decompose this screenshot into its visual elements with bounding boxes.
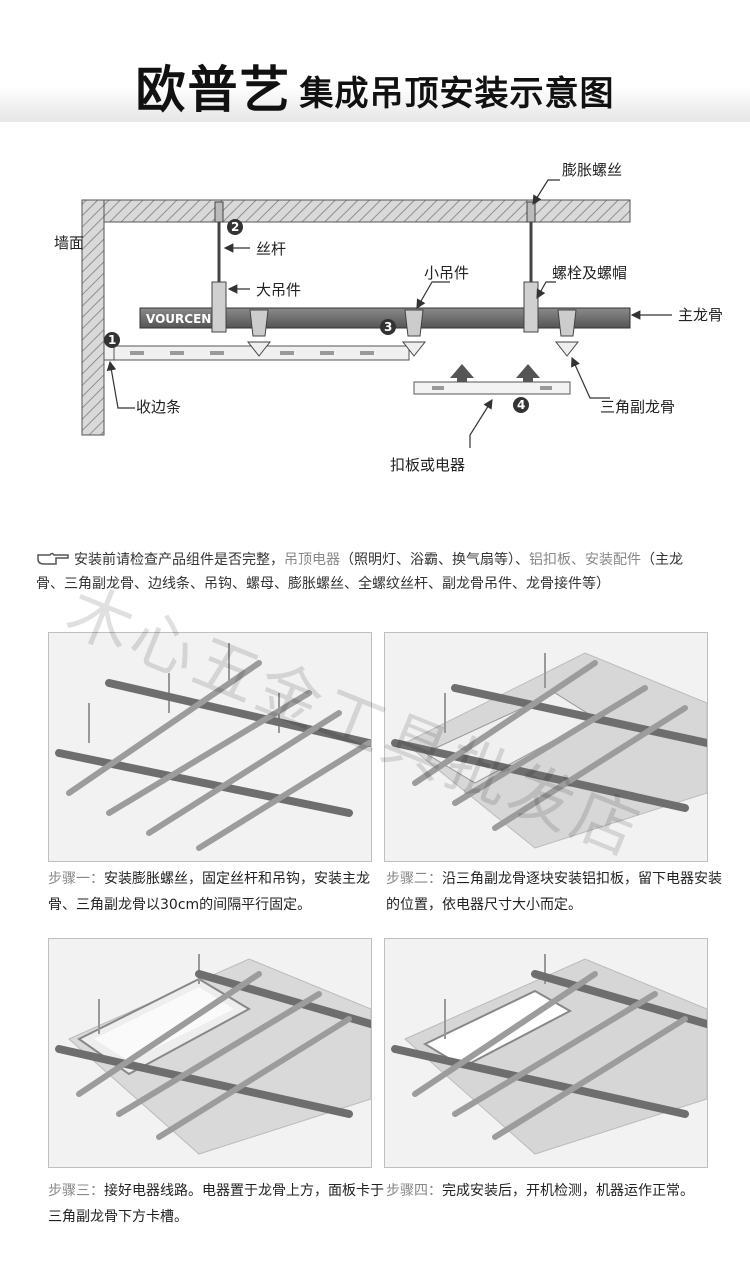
svg-text:4: 4 [517, 398, 525, 412]
page-title: 集成吊顶安装示意图 [299, 74, 615, 114]
num-badge-3: 3 [380, 319, 396, 335]
pointing-hand-icon [37, 552, 69, 565]
big-hanger-left [211, 281, 227, 333]
svg-text:2: 2 [231, 220, 239, 234]
arrow-up-right [516, 364, 540, 392]
label-expansion-screw: 膨胀螺丝 [562, 161, 622, 179]
step-3-text: 接好电器线路。电器置于龙骨上方，面板卡于三角副龙骨下方卡槽。 [48, 1183, 384, 1225]
small-hanger-1 [246, 309, 272, 357]
note-part-3: （主龙骨、三角副龙骨、边线条、吊钩、螺母、膨胀螺丝、全螺纹丝杆、副龙骨吊件、龙骨… [36, 552, 683, 592]
step-1-text: 安装膨胀螺丝，固定丝杆和吊钩，安装主龙骨、三角副龙骨以30cm的间隔平行固定。 [48, 871, 370, 913]
svg-text:1: 1 [108, 333, 116, 347]
step-4-text: 完成安装后，开机检测，机器运作正常。 [442, 1183, 694, 1199]
keel-brand: VOURCEN [146, 312, 211, 326]
num-badge-4: 4 [513, 397, 529, 413]
step-1-image [48, 632, 372, 862]
step-4-image [384, 938, 708, 1168]
ceiling-slab [84, 199, 631, 223]
anchor-right [526, 201, 536, 223]
step-4-caption: 步骤四：完成安装后，开机检测，机器运作正常。 [386, 1178, 722, 1204]
title-row: 欧普艺 集成吊顶安装示意图 [0, 42, 750, 122]
label-small-hanger: 小吊件 [424, 264, 469, 282]
arrow-up-left [450, 364, 474, 392]
label-triangle-keel: 三角副龙骨 [600, 398, 675, 416]
step-2-prefix: 步骤二： [386, 871, 442, 887]
note-highlight-1: 吊顶电器 [284, 552, 340, 568]
note-part-1: 安装前请检查产品组件是否完整， [74, 552, 284, 568]
step-3-caption: 步骤三：接好电器线路。电器置于龙骨上方，面板卡于三角副龙骨下方卡槽。 [48, 1178, 388, 1230]
label-panel: 扣板或电器 [390, 456, 465, 474]
anchor-left [214, 201, 224, 223]
step-4-prefix: 步骤四： [386, 1183, 442, 1199]
title-brand: 欧普艺 [135, 61, 292, 119]
note-part-2: （照明灯、浴霸、换气扇等）、 [340, 552, 529, 568]
label-edge-strip: 收边条 [136, 398, 181, 416]
wall-block [81, 199, 105, 436]
step-2-image [384, 632, 708, 862]
label-rod: 丝杆 [256, 240, 286, 258]
pre-install-note: 安装前请检查产品组件是否完整，吊顶电器（照明灯、浴霸、换气扇等）、铝扣板、安装配… [36, 548, 696, 596]
small-hanger-2 [401, 309, 427, 357]
label-main-keel: 主龙骨 [678, 306, 723, 324]
step-2-text: 沿三角副龙骨逐块安装铝扣板，留下电器安装的位置，依电器尺寸大小而定。 [386, 871, 722, 913]
label-big-hanger: 大吊件 [256, 281, 301, 299]
note-highlight-2: 铝扣板、安装配件 [529, 552, 641, 568]
installation-diagram: VOURCEN 1 2 3 4 [54, 161, 723, 474]
panel-plate [413, 381, 571, 395]
step-3-prefix: 步骤三： [48, 1183, 104, 1199]
num-badge-1: 1 [104, 332, 120, 348]
label-wall: 墙面 [54, 234, 84, 252]
label-bolt-nut: 螺栓及螺帽 [552, 264, 627, 282]
big-hanger-right [523, 281, 539, 333]
num-badge-2: 2 [227, 219, 243, 235]
step-1-prefix: 步骤一： [48, 871, 104, 887]
svg-text:3: 3 [384, 320, 392, 334]
step-1-caption: 步骤一：安装膨胀螺丝，固定丝杆和吊钩，安装主龙骨、三角副龙骨以30cm的间隔平行… [48, 866, 388, 918]
step-2-caption: 步骤二：沿三角副龙骨逐块安装铝扣板，留下电器安装的位置，依电器尺寸大小而定。 [386, 866, 722, 918]
step-3-image [48, 938, 372, 1168]
small-hanger-3 [554, 309, 580, 357]
